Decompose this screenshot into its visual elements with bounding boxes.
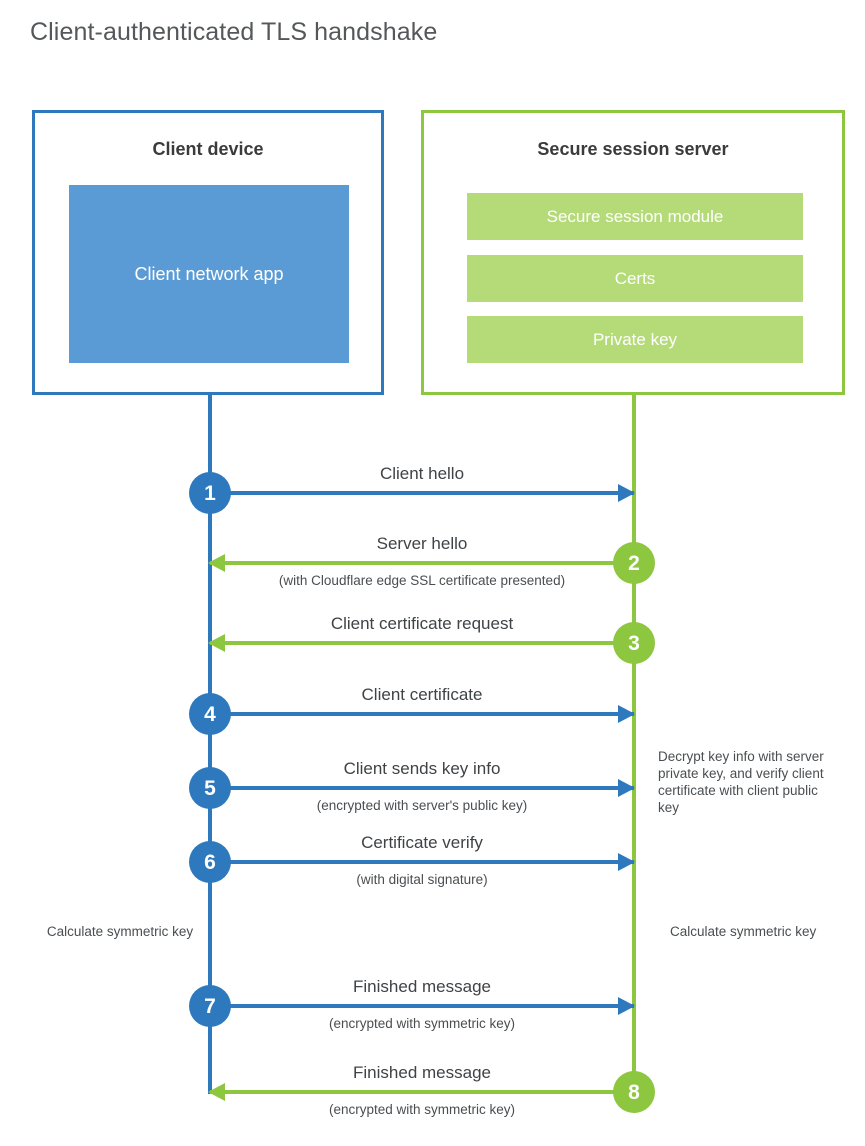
client-lifeline <box>208 393 212 1094</box>
step-8-arrow-head-icon <box>208 1083 225 1101</box>
step-3-badge: 3 <box>613 622 655 664</box>
client-device-title: Client device <box>152 139 264 159</box>
server-component-certs: Certs <box>467 255 803 302</box>
step-6-arrow-head-icon <box>618 853 635 871</box>
step-1-arrow-line <box>210 491 634 495</box>
step-2-badge: 2 <box>613 542 655 584</box>
step-6-badge: 6 <box>189 841 231 883</box>
step-1-label: Client hello <box>379 464 465 483</box>
step-7-arrow-line <box>210 1004 634 1008</box>
step-4-arrow-line <box>210 712 634 716</box>
step-7-badge: 7 <box>189 985 231 1027</box>
step-5-arrow-line <box>210 786 634 790</box>
server-component-secure-session-module: Secure session module <box>467 193 803 240</box>
step-2-arrow-head-icon <box>208 554 225 572</box>
secure-session-server-title: Secure session server <box>537 139 729 159</box>
client-network-app-block: Client network app <box>69 185 349 363</box>
step-6-sublabel: (with digital signature) <box>356 872 488 887</box>
step-7-sublabel: (encrypted with symmetric key) <box>328 1016 516 1031</box>
step-3-arrow-line <box>210 641 634 645</box>
secure-session-server-box: Secure session server Secure session mod… <box>421 110 845 395</box>
step-1-arrow-head-icon <box>618 484 635 502</box>
step-7-arrow-head-icon <box>618 997 635 1015</box>
client-device-box: Client device Client network app <box>32 110 384 395</box>
step-7-label: Finished message <box>353 977 491 996</box>
step-1-badge: 1 <box>189 472 231 514</box>
step-4-arrow-head-icon <box>618 705 635 723</box>
server-component-private-key: Private key <box>467 316 803 363</box>
step-6-arrow-line <box>210 860 634 864</box>
server-calculate-symmetric-key-note: Calculate symmetric key <box>670 924 817 939</box>
step-4-badge: 4 <box>189 693 231 735</box>
step-5-sublabel: (encrypted with server's public key) <box>316 798 528 813</box>
server-decrypt-note: Decrypt key info with server private key… <box>658 749 824 815</box>
step-2-label: Server hello <box>376 534 468 553</box>
step-4-label: Client certificate <box>361 685 483 704</box>
step-8-sublabel: (encrypted with symmetric key) <box>328 1102 516 1117</box>
server-lifeline <box>632 393 636 1093</box>
step-3-label: Client certificate request <box>330 614 514 633</box>
step-8-badge: 8 <box>613 1071 655 1113</box>
client-calculate-symmetric-key-note: Calculate symmetric key <box>46 924 194 939</box>
step-2-arrow-line <box>210 561 634 565</box>
step-8-label: Finished message <box>353 1063 491 1082</box>
step-5-arrow-head-icon <box>618 779 635 797</box>
step-3-arrow-head-icon <box>208 634 225 652</box>
step-8-arrow-line <box>210 1090 634 1094</box>
page-title: Client-authenticated TLS handshake <box>30 18 438 46</box>
step-5-label: Client sends key info <box>343 759 501 778</box>
step-2-sublabel: (with Cloudflare edge SSL certificate pr… <box>278 573 566 588</box>
step-5-badge: 5 <box>189 767 231 809</box>
step-6-label: Certificate verify <box>361 833 483 852</box>
